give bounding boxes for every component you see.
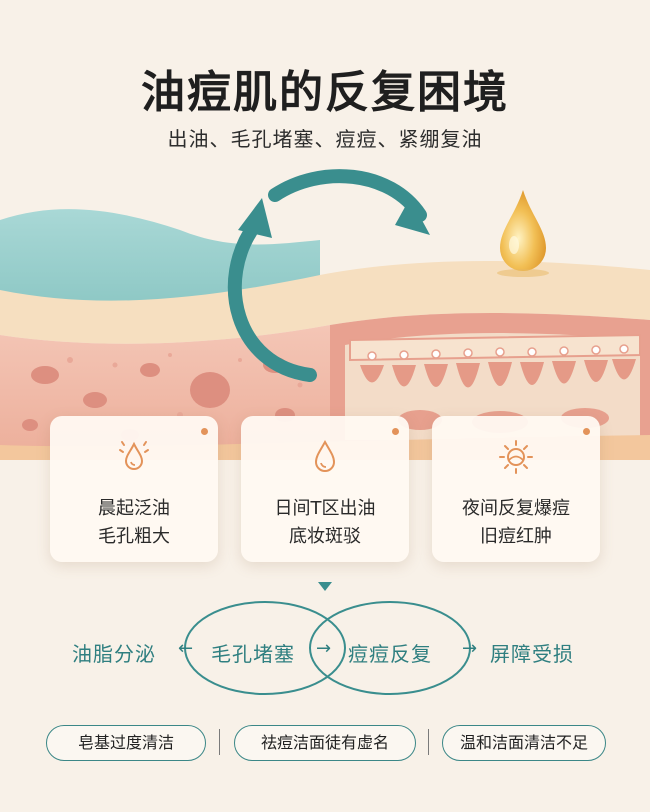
down-arrow-icon	[318, 582, 332, 591]
accent-dot	[201, 428, 208, 435]
accent-dot	[583, 428, 590, 435]
card-line-1: 日间T区出油	[274, 498, 376, 519]
pill-acne-cleanser: 祛痘洁面徒有虚名	[234, 725, 416, 761]
flow-item-acne: 痘痘反复	[348, 642, 432, 666]
arrow-left-icon: ←	[178, 638, 194, 659]
card-line-2: 旧痘红肿	[480, 526, 552, 547]
card-line-2: 底妆斑驳	[289, 526, 361, 547]
arrow-right-icon: →	[462, 638, 478, 659]
flow-item-clogged: 毛孔堵塞	[211, 642, 295, 666]
arrow-right-icon: →	[316, 638, 332, 659]
divider	[219, 729, 220, 755]
pill-soap-cleansing: 皂基过度清洁	[46, 725, 206, 761]
page-title: 油痘肌的反复困境	[141, 67, 509, 118]
card-line-2: 毛孔粗大	[98, 526, 170, 547]
cycle-ovals	[184, 601, 471, 695]
water-drop-sparkle-icon	[119, 441, 149, 470]
page-subtitle: 出油、毛孔堵塞、痘痘、紧绷复油	[167, 127, 483, 151]
card-line-1: 晨起泛油	[98, 498, 170, 519]
card-night-acne: 夜间反复爆痘 旧痘红肿	[432, 416, 600, 562]
sun-rays-icon	[499, 440, 533, 474]
oil-drop-icon	[314, 439, 336, 472]
card-daytime-oil: 日间T区出油 底妆斑驳	[241, 416, 409, 562]
flow-item-barrier: 屏障受损	[490, 642, 574, 666]
flow-item-sebum: 油脂分泌	[72, 642, 156, 666]
accent-dot	[392, 428, 399, 435]
card-morning-oil: 晨起泛油 毛孔粗大	[50, 416, 218, 562]
pill-gentle-cleanser: 温和洁面清洁不足	[442, 725, 606, 761]
divider	[428, 729, 429, 755]
card-line-1: 夜间反复爆痘	[462, 498, 570, 519]
